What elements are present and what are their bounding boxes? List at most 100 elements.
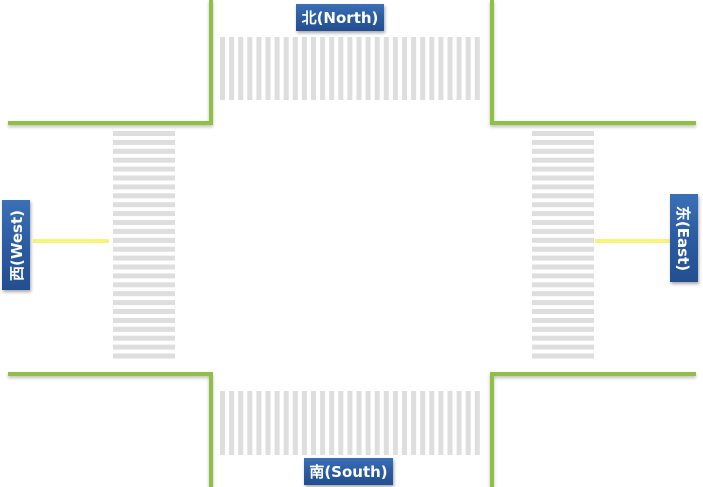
crosswalk-stripe [311,391,316,455]
curb-north-west [8,0,213,125]
crosswalk-stripe [229,37,235,100]
crosswalk-stripe [113,300,175,306]
crosswalk-stripe [438,391,444,455]
crosswalk-stripe [265,37,271,100]
crosswalk-stripe [532,211,594,217]
crosswalk-stripe [402,391,407,455]
crosswalk-stripe [113,202,175,208]
crosswalk-stripe [301,37,307,100]
crosswalk-stripe [238,37,244,100]
crosswalk-stripe [532,220,594,225]
crosswalk-stripe [113,166,175,172]
crosswalk-stripe [383,37,389,100]
crosswalk-stripe [113,237,175,243]
crosswalk-stripe [320,391,326,455]
curb-south-east [490,372,696,487]
crosswalk-stripe [113,148,175,154]
crosswalk-stripe [329,37,335,100]
crosswalk-stripe [113,326,175,332]
crosswalk-stripe [456,391,462,455]
crosswalk-stripe [474,37,480,100]
crosswalk-stripe [532,237,594,243]
crosswalk-stripe [402,37,407,100]
crosswalk-stripe [113,291,175,297]
center-line-east [595,239,670,243]
crosswalk-stripe [465,391,471,455]
crosswalk-stripe [374,37,380,100]
crosswalk-stripe [113,139,175,145]
crosswalk-stripe [365,37,371,100]
crosswalk-stripe [113,220,175,225]
label-east-text: 东(East) [674,205,693,271]
crosswalk-stripe [283,37,289,100]
crosswalk-stripe [383,391,389,455]
crosswalk-stripe [429,37,435,100]
crosswalk-south [220,391,480,455]
crosswalk-stripe [113,228,175,234]
crosswalk-stripe [347,37,353,100]
crosswalk-stripe [374,391,380,455]
crosswalk-stripe [283,391,289,455]
crosswalk-stripe [420,37,426,100]
crosswalk-stripe [247,37,253,100]
crosswalk-stripe [392,391,398,455]
crosswalk-stripe [365,391,371,455]
crosswalk-stripe [438,37,444,100]
crosswalk-stripe [532,309,594,314]
crosswalk-stripe [274,391,280,455]
crosswalk-stripe [256,37,262,100]
curb-north-east [490,0,696,125]
crosswalk-stripe [356,37,362,100]
label-west-text: 西(West) [7,209,26,281]
crosswalk-stripe [347,391,353,455]
crosswalk-stripe [456,37,462,100]
crosswalk-stripe [411,391,417,455]
crosswalk-stripe [113,344,175,350]
crosswalk-stripe [113,193,175,199]
crosswalk-stripe [447,391,453,455]
crosswalk-stripe [532,131,594,136]
crosswalk-stripe [113,282,175,288]
crosswalk-stripe [113,264,175,270]
crosswalk-stripe [311,37,316,100]
crosswalk-stripe [532,353,594,359]
crosswalk-stripe [265,391,271,455]
curb-south-west [8,372,213,487]
crosswalk-stripe [329,391,335,455]
label-west: 西(West) [2,200,30,290]
crosswalk-stripe [113,131,175,136]
crosswalk-stripe [256,391,262,455]
crosswalk-stripe [532,246,594,252]
crosswalk-stripe [532,202,594,208]
crosswalk-stripe [532,193,594,199]
center-line-west [33,239,109,243]
crosswalk-stripe [532,291,594,297]
crosswalk-stripe [113,335,175,341]
crosswalk-stripe [532,264,594,270]
crosswalk-stripe [532,166,594,172]
crosswalk-stripe [532,335,594,341]
crosswalk-east [532,131,594,359]
crosswalk-stripe [532,273,594,279]
corner-curbs [8,0,696,487]
crosswalk-stripe [292,37,298,100]
crosswalk-stripe [532,255,594,261]
crosswalk-stripe [301,391,307,455]
crosswalk-stripe [474,391,480,455]
crosswalk-stripe [274,37,280,100]
crosswalk-stripe [356,391,362,455]
crosswalk-stripe [220,391,225,455]
crosswalk-stripe [532,157,594,163]
crosswalk-stripe [292,391,298,455]
label-east: 东(East) [670,194,698,282]
crosswalk-stripe [465,37,471,100]
crosswalk-stripe [113,353,175,359]
crosswalk-west [113,131,175,359]
crosswalk-stripe [447,37,453,100]
crosswalk-stripe [113,317,175,323]
crosswalk-north [220,37,480,100]
crosswalk-stripe [420,391,426,455]
crosswalk-stripe [113,255,175,261]
crosswalk-stripe [532,175,594,181]
